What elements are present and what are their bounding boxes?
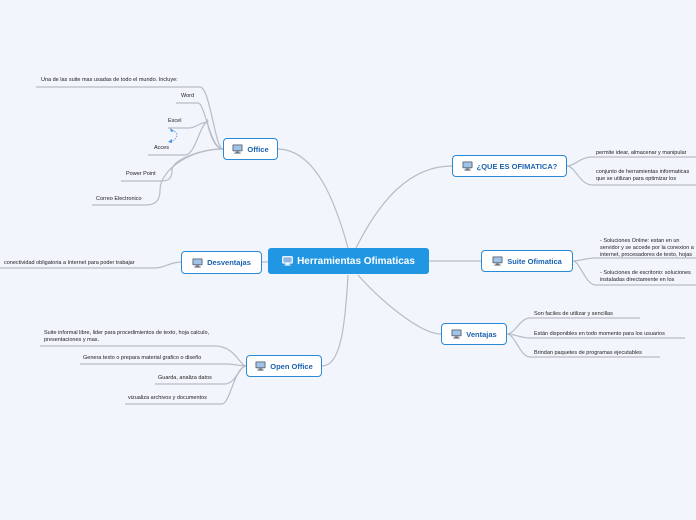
topic-open-office[interactable]: Open Office	[246, 355, 322, 377]
monitor-icon	[451, 329, 462, 339]
openoffice-suite[interactable]: Suite informal libre, lider para procedi…	[44, 330, 210, 343]
suite-online[interactable]: - Soluciones Online: estan en un servido…	[600, 238, 694, 258]
topic-office-label: Office	[247, 144, 269, 154]
topic-desventajas[interactable]: Desventajas	[181, 251, 262, 274]
topic-que-es-ofimatica[interactable]: ¿QUE ES OFIMATICA?	[452, 155, 567, 177]
monitor-icon	[282, 256, 293, 266]
topic-suite-ofimatica[interactable]: Suite Ofimatica	[481, 250, 573, 272]
openoffice-visualiza[interactable]: vizualiza archivos y documentos	[128, 395, 207, 401]
topic-office[interactable]: Office	[223, 138, 278, 160]
office-word[interactable]: Word	[181, 93, 195, 99]
monitor-icon	[192, 257, 203, 268]
openoffice-guarda[interactable]: Guarda, analiza datos	[158, 375, 212, 381]
monitor-icon	[462, 161, 473, 171]
topic-ventajas[interactable]: Ventajas	[441, 323, 507, 345]
monitor-icon	[492, 256, 503, 266]
monitor-icon	[255, 361, 266, 371]
ventajas-faciles[interactable]: Son faciles de utilizar y sencillas	[534, 311, 613, 317]
topic-ventajas-label: Ventajas	[466, 329, 497, 339]
topic-que-es-ofimatica-label: ¿QUE ES OFIMATICA?	[476, 161, 558, 171]
office-power-point[interactable]: Power Point	[126, 171, 156, 177]
office-correo[interactable]: Correo Electronico	[96, 196, 142, 202]
central-topic[interactable]: Herramientas Ofimaticas	[268, 248, 429, 274]
ventajas-paquetes[interactable]: Brindan paquetes de programas ejecutable…	[534, 350, 642, 356]
topic-desventajas-label: Desventajas	[207, 258, 251, 267]
suite-escritorio[interactable]: - Soluciones de escritorio: soluciones i…	[600, 270, 691, 283]
que-es-conjunto[interactable]: conjunto de herramientas informaticas qu…	[596, 169, 690, 182]
que-es-permite[interactable]: permite idear, almacenar y manipular	[596, 150, 687, 156]
desventajas-conectividad[interactable]: conectividad obligatoria a Internet para…	[4, 260, 135, 266]
topic-suite-ofimatica-label: Suite Ofimatica	[507, 256, 562, 266]
office-intro[interactable]: Una de las suite mas usadas de todo el m…	[41, 77, 178, 83]
central-topic-label: Herramientas Ofimaticas	[297, 255, 415, 267]
office-excel[interactable]: Excel	[168, 118, 182, 124]
office-acces[interactable]: Acces	[154, 145, 169, 151]
openoffice-genera[interactable]: Genera texto o prepara material grafico …	[83, 355, 202, 361]
topic-open-office-label: Open Office	[270, 361, 313, 371]
monitor-icon	[232, 144, 243, 154]
ventajas-disponibles[interactable]: Están disponibles en todo momento para l…	[534, 331, 665, 337]
